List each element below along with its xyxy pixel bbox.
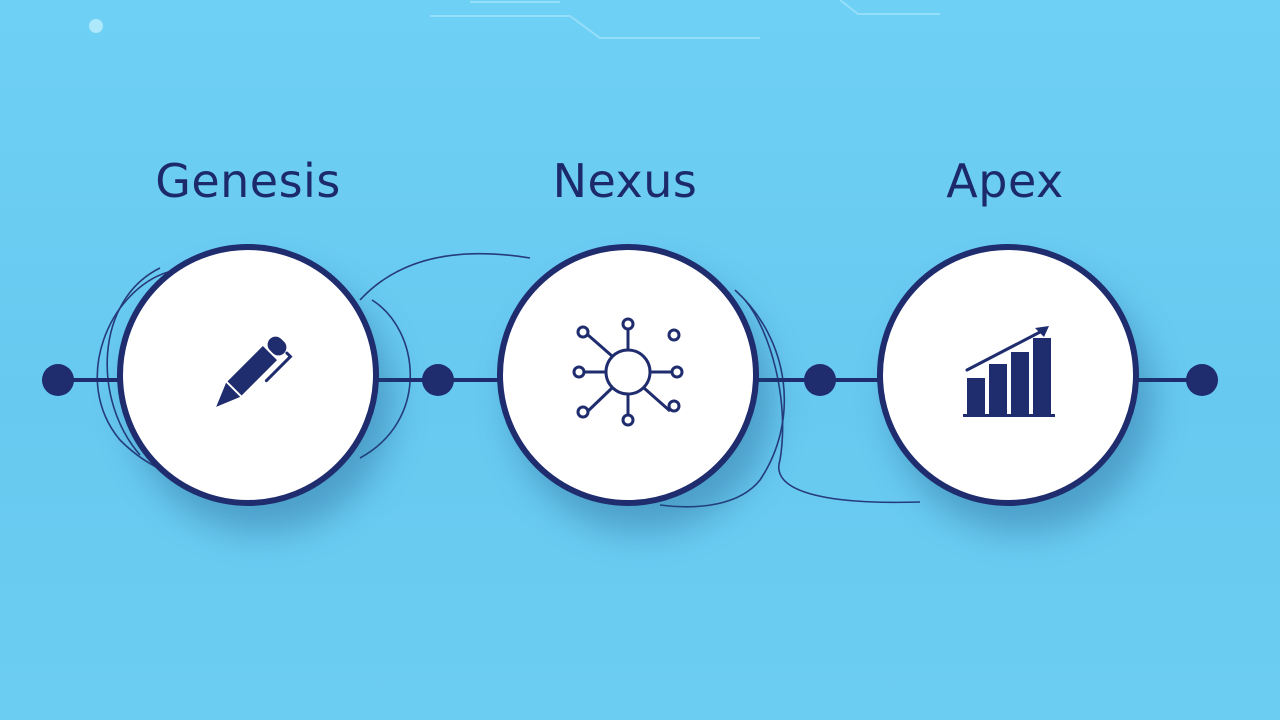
- stage-label-nexus: Nexus: [552, 154, 698, 208]
- stage-label-apex: Apex: [946, 154, 1064, 208]
- timeline-dot-1: [422, 364, 454, 396]
- pen-icon: [216, 336, 293, 407]
- stage-label-genesis: Genesis: [155, 154, 341, 208]
- growth-chart-icon: [963, 326, 1055, 417]
- stage-circle-apex[interactable]: [877, 244, 1139, 506]
- timeline-dot-2: [804, 364, 836, 396]
- stage-circle-nexus[interactable]: [497, 244, 759, 506]
- network-hub-icon: [572, 317, 684, 427]
- timeline-dot-end: [1186, 364, 1218, 396]
- stage-circle-genesis[interactable]: [117, 244, 379, 506]
- timeline-dot-start: [42, 364, 74, 396]
